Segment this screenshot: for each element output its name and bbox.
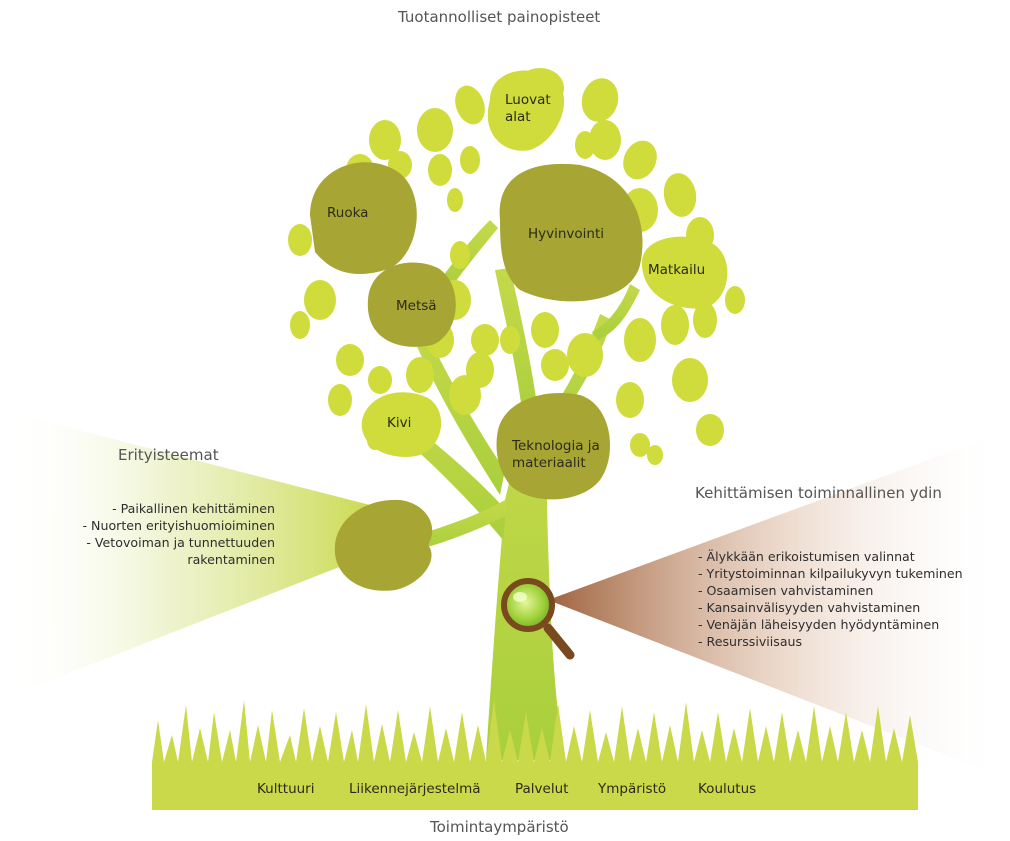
left-beam [0, 410, 370, 700]
list-item: - Nuorten erityishuomioiminen [82, 518, 276, 533]
leaf-luovat-alat [487, 70, 565, 151]
leaf-erityisteemat [334, 499, 433, 591]
environment-kulttuuri: Kulttuuri [257, 781, 315, 797]
core-list: - Älykkään erikoistumisen valinnat - Yri… [698, 548, 963, 650]
special-themes-list: - Paikallinen kehittäminen - Nuorten eri… [83, 500, 276, 568]
leaf-matkailu [641, 236, 728, 309]
bottom-title: Toimintaympäristö [430, 818, 569, 836]
leaf-kivi [361, 392, 442, 457]
leaf-teknologia [496, 393, 611, 500]
list-item: - Kansainvälisyyden vahvistaminen [698, 600, 921, 615]
magnifier-icon [501, 578, 575, 660]
list-item: - Venäjän läheisyyden hyödyntäminen [698, 617, 940, 632]
list-item: - Vetovoiman ja tunnettuuden [86, 535, 275, 550]
environment-liikennejarjestelma: Liikennejärjestelmä [349, 781, 481, 797]
list-item: - Paikallinen kehittäminen [112, 501, 275, 516]
leaf-label-hyvinvointi: Hyvinvointi [528, 226, 605, 242]
core-heading: Kehittämisen toiminnallinen ydin [695, 484, 942, 502]
right-beam [548, 430, 1010, 780]
list-item: - Osaamisen vahvistaminen [698, 583, 874, 598]
environment-koulutus: Koulutus [698, 781, 757, 797]
leaf-metsa [367, 262, 456, 347]
list-item: - Resurssiviisaus [698, 634, 803, 649]
leaf-label-kivi: Kivi [387, 415, 412, 431]
environment-palvelut: Palvelut [515, 781, 569, 797]
list-item: - Älykkään erikoistumisen valinnat [698, 549, 915, 564]
leaf-ruoka [310, 162, 417, 274]
labelled-leaves [310, 70, 728, 591]
top-title: Tuotannolliset painopisteet [398, 8, 601, 26]
list-item: - Yritystoiminnan kilpailukyvyn tukemine… [698, 566, 963, 581]
leaf-label-matkailu: Matkailu [648, 262, 706, 278]
special-themes-heading: Erityisteemat [118, 446, 219, 464]
leaf-label-luovat-alat: Luovat alat [505, 92, 551, 125]
leaf-label-ruoka: Ruoka [327, 205, 369, 221]
leaf-hyvinvointi [499, 163, 643, 302]
leaf-label-teknologia: Teknologia ja materiaalit [512, 438, 600, 471]
foliage-leaves [288, 68, 745, 465]
leaf-label-metsa: Metsä [396, 298, 437, 314]
list-item: rakentaminen [187, 552, 275, 567]
environment-ymparisto: Ympäristö [598, 781, 667, 797]
grass [152, 700, 918, 810]
